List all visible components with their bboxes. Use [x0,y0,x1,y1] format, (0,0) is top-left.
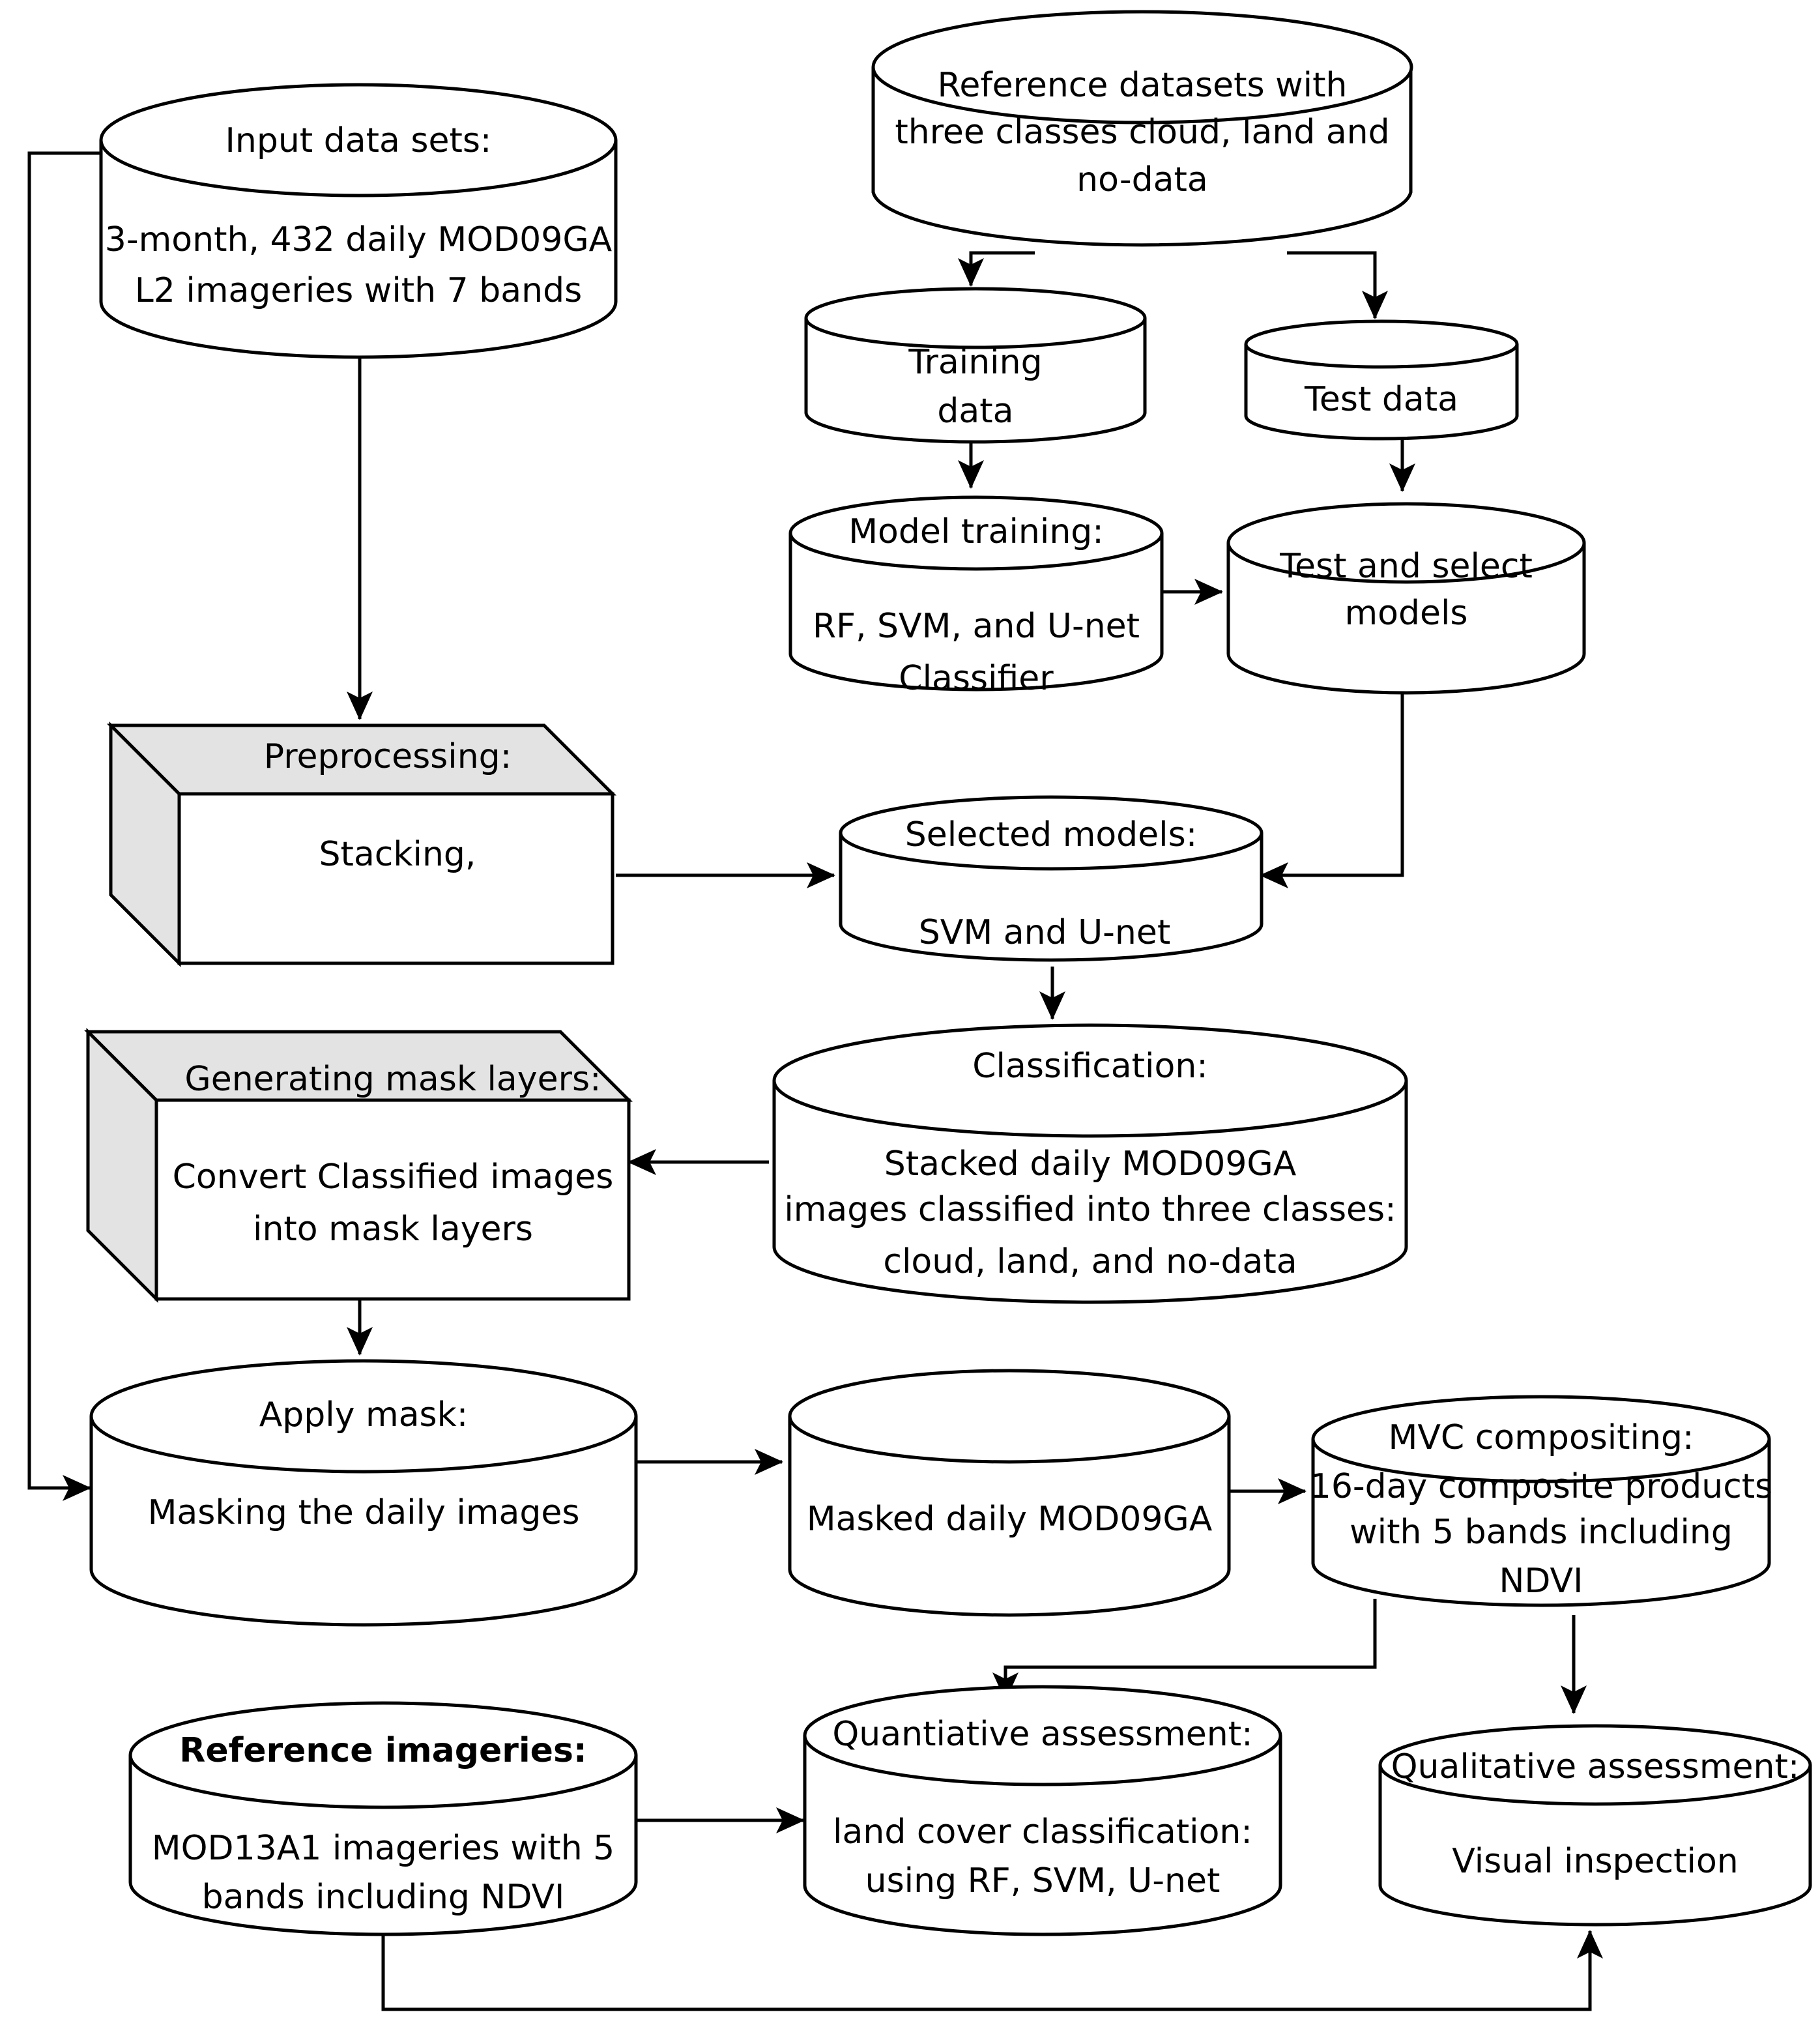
node-classification: Classification: Stacked daily MOD09GA im… [772,1023,1408,1304]
classification-line2: images classified into three classes: [784,1190,1396,1229]
node-test-data: Test data [1244,319,1519,441]
node-masked-daily: Masked daily MOD09GA [788,1369,1231,1617]
test-data-label: Test data [1304,380,1458,419]
connectors [27,151,1603,2011]
input-line2: L2 imageries with 7 bands [135,271,582,310]
reference-datasets-line2: three classes cloud, land and [895,113,1389,152]
node-reference-imageries: Reference imageries: MOD13A1 imageries w… [128,1701,638,1936]
qualitative-label: Qualitative assessment: [1391,1747,1800,1786]
apply-mask-label: Apply mask: [259,1395,469,1435]
classification-line3: cloud, land, and no-data [883,1242,1297,1281]
node-model-training: Model training: RF, SVM, and U-net Class… [788,495,1164,698]
arrow-select-to-selected [1260,693,1404,888]
reference-imageries-line2: bands including NDVI [202,1878,565,1917]
apply-mask-line1: Masking the daily images [148,1493,580,1532]
quantitative-label: Quantiative assessment: [832,1715,1252,1754]
arrow-refimg-to-qualitative [381,1930,1603,2011]
input-label: Input data sets: [225,121,492,160]
reference-datasets-line3: no-data [1076,160,1208,199]
model-training-line1: RF, SVM, and U-net [813,607,1140,646]
selected-models-label: Selected models: [905,815,1197,854]
arrow-mvc-to-quantitative [992,1599,1377,1701]
quantitative-line2: using RF, SVM, U-net [865,1861,1221,1901]
mvc-line3: NDVI [1499,1562,1583,1601]
mask-layers-line1: Convert Classified images [173,1158,614,1197]
node-quantitative-assessment: Quantiative assessment: land cover class… [803,1685,1282,1936]
model-training-line2: Classifier [899,659,1054,698]
mvc-line1: 16-day composite products [1310,1467,1773,1506]
qualitative-line1: Visual inspection [1452,1842,1738,1881]
node-reference-datasets: Reference datasets with three classes cl… [871,10,1413,247]
node-mvc-compositing: MVC compositing: 16-day composite produc… [1310,1395,1773,1607]
preprocessing-line1: Stacking, [319,835,476,874]
test-select-line1: Test and select [1279,547,1533,586]
selected-models-line1: SVM and U-net [919,913,1171,952]
node-apply-mask: Apply mask: Masking the daily images [89,1359,638,1627]
mvc-label: MVC compositing: [1388,1418,1694,1457]
node-selected-models: Selected models: SVM and U-net [839,795,1264,962]
training-data-line1: Training [908,343,1042,382]
node-training-data: Training data [804,287,1147,444]
arrow-reference-to-training [958,251,1035,287]
node-input-data-sets: Input data sets: 3-month, 432 daily MOD0… [99,83,618,359]
node-test-select-models: Test and select models [1226,502,1586,695]
classification-line1: Stacked daily MOD09GA [884,1144,1297,1184]
arrow-input-to-apply-mask [27,151,101,1501]
training-data-line2: data [937,392,1013,431]
node-qualitative-assessment: Qualitative assessment: Visual inspectio… [1378,1724,1812,1927]
reference-imageries-label: Reference imageries: [179,1731,586,1770]
reference-datasets-line1: Reference datasets with [938,66,1348,105]
mvc-line2: with 5 bands including [1350,1513,1733,1552]
mask-layers-label: Generating mask layers: [184,1060,601,1099]
input-line1: 3-month, 432 daily MOD09GA [105,220,613,259]
mask-layers-line2: into mask layers [253,1210,533,1249]
preprocessing-label: Preprocessing: [264,737,512,776]
node-preprocessing: Preprocessing: Stacking, [106,721,617,968]
model-training-label: Model training: [848,512,1104,551]
masked-daily-label: Masked daily MOD09GA [807,1500,1213,1539]
node-mask-layers: Generating mask layers: Convert Classifi… [83,1027,633,1304]
reference-imageries-line1: MOD13A1 imageries with 5 [152,1829,615,1868]
test-select-line2: models [1344,594,1467,633]
arrow-reference-to-test [1287,251,1388,319]
quantitative-line1: land cover classification: [833,1813,1252,1852]
classification-label: Classification: [972,1047,1208,1086]
